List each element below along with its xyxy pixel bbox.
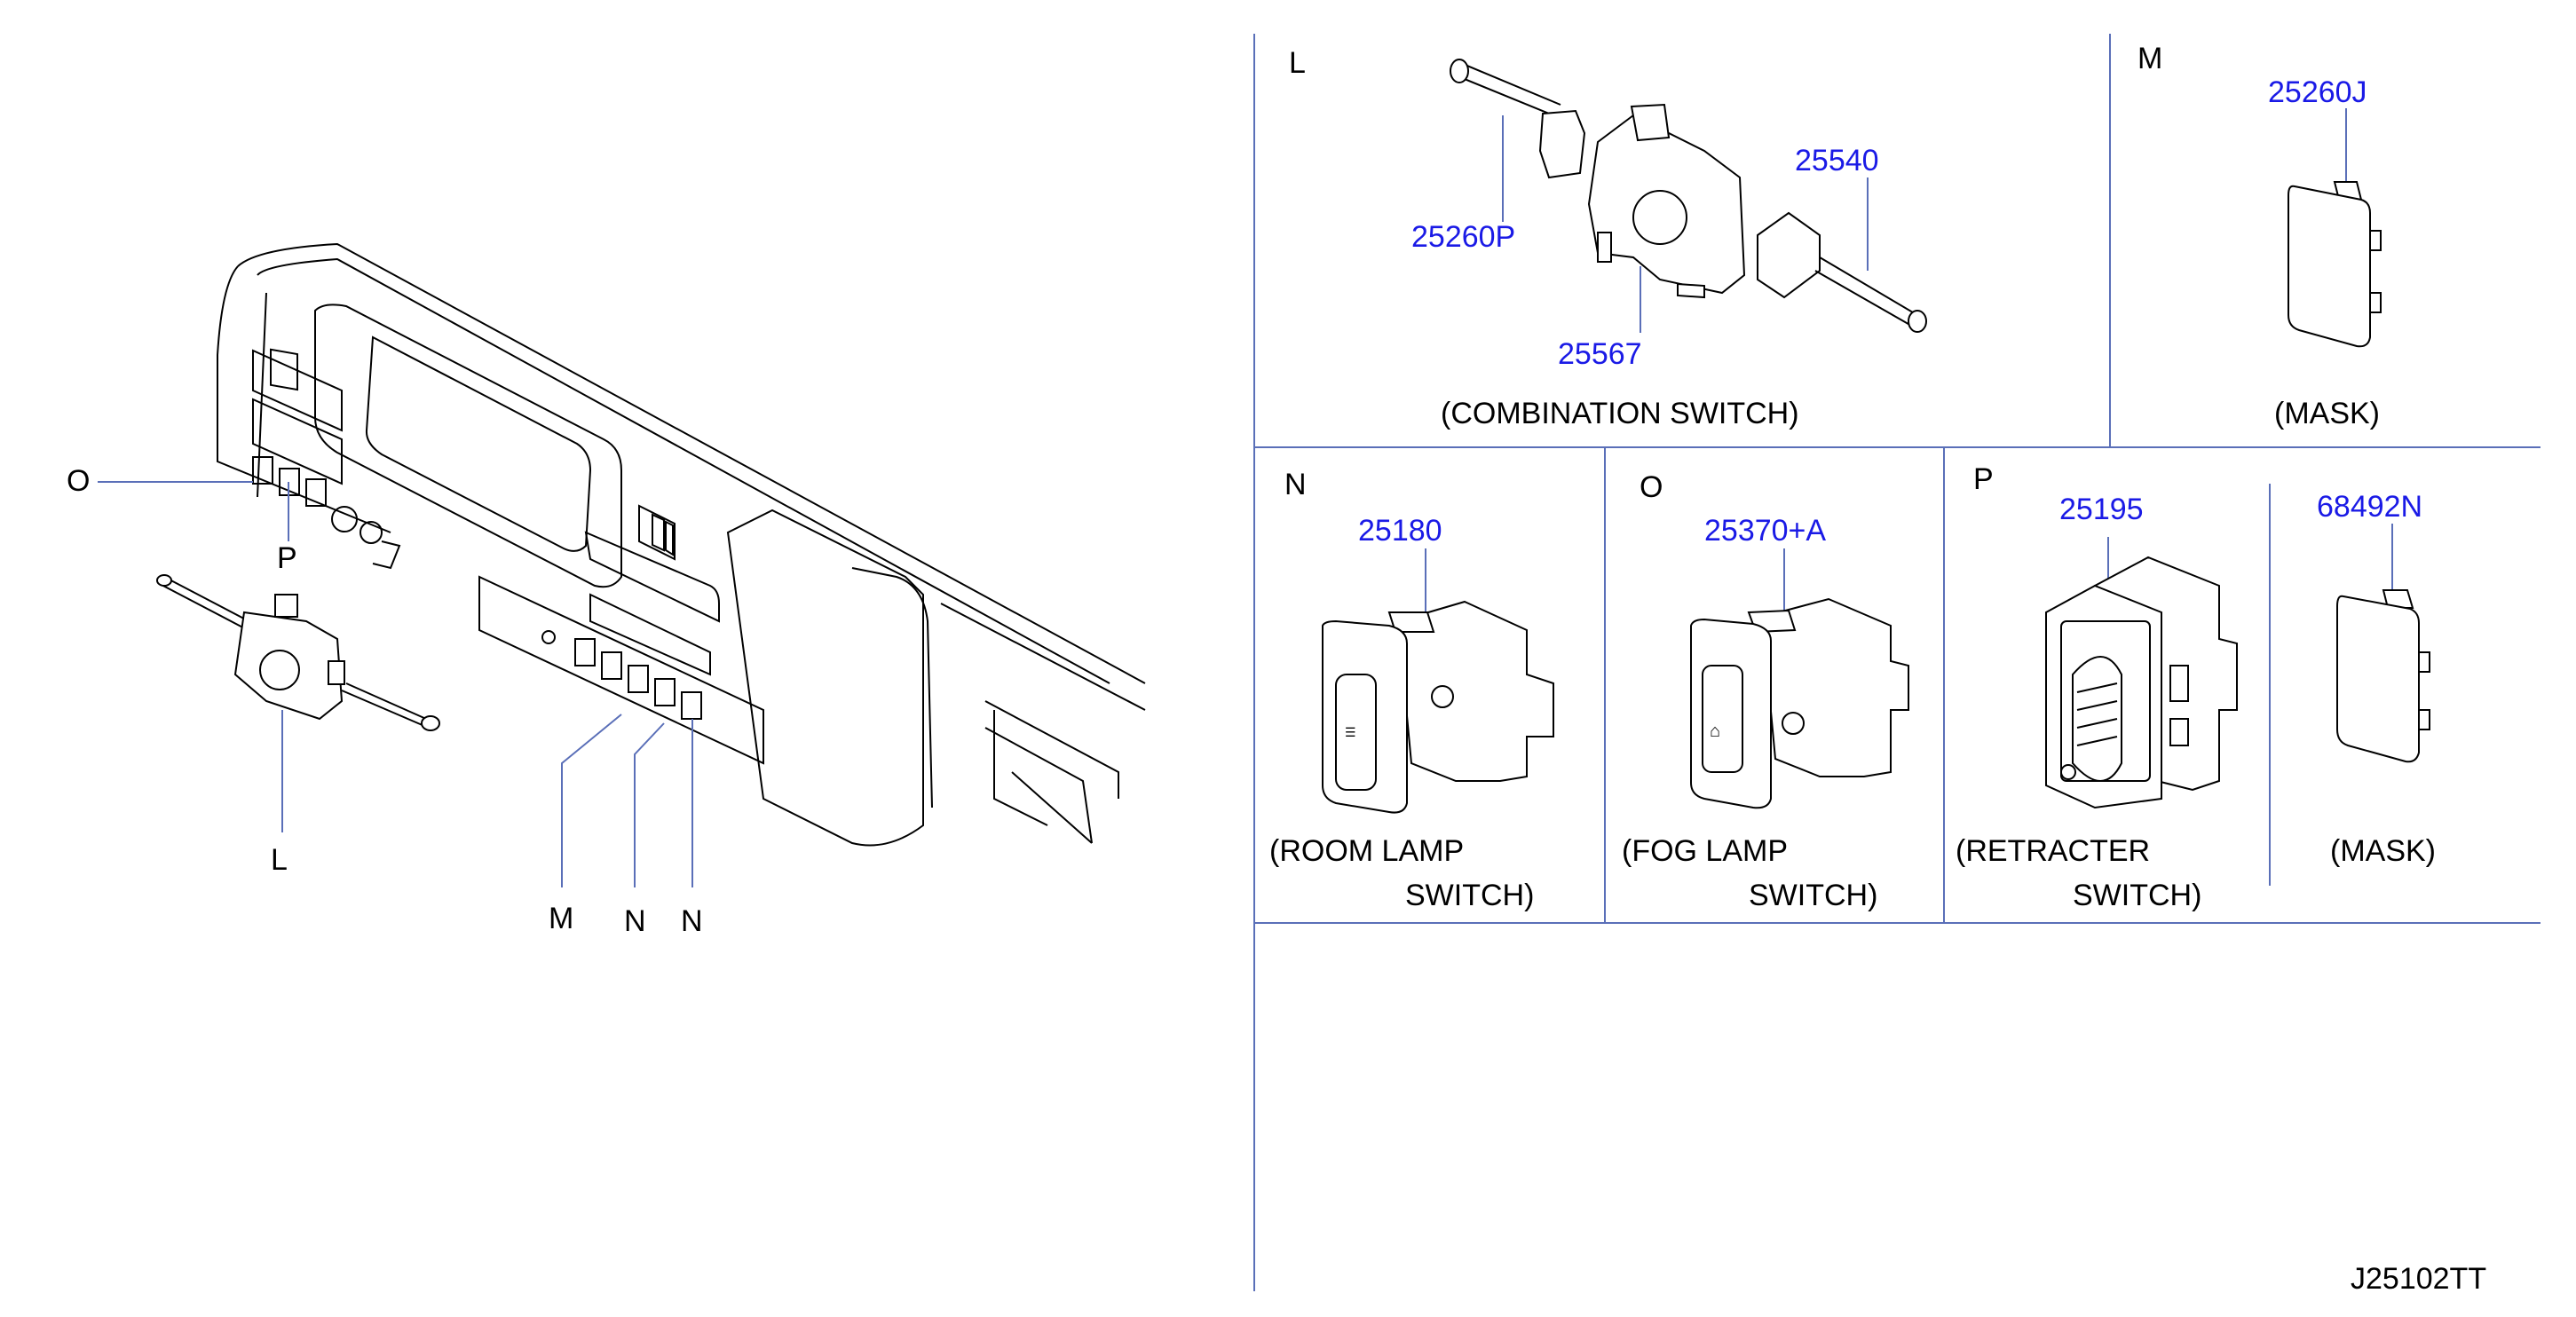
panel-n-room-lamp-switch: N ☰ 25180 (ROOM LAMP SWITCH) xyxy=(1269,468,1554,912)
part-number-25567[interactable]: 25567 xyxy=(1558,337,1642,371)
panel-m-title: (MASK) xyxy=(2274,397,2380,430)
part-number-25370-a[interactable]: 25370+A xyxy=(1704,514,1826,548)
panel-o-letter: O xyxy=(1640,470,1663,504)
panel-l-title: (COMBINATION SWITCH) xyxy=(1441,397,1799,430)
panel-n-letter: N xyxy=(1284,468,1307,501)
panel-o-title-line1: (FOG LAMP xyxy=(1622,834,1788,868)
panel-o-title-line2: SWITCH) xyxy=(1749,879,1877,912)
instrument-panel-illustration xyxy=(217,242,1146,847)
panel-p-letter: P xyxy=(1973,462,1994,496)
part-number-68492n[interactable]: 68492N xyxy=(2317,490,2422,524)
panel-n-title-line2: SWITCH) xyxy=(1405,879,1534,912)
callout-l-label: L xyxy=(271,843,288,877)
panel-p-mask-title: (MASK) xyxy=(2330,834,2436,868)
part-number-25260p[interactable]: 25260P xyxy=(1411,220,1515,254)
part-number-25260j[interactable]: 25260J xyxy=(2268,75,2367,109)
part-number-25540[interactable]: 25540 xyxy=(1795,144,1879,177)
diagram-code: J25102TT xyxy=(2351,1262,2486,1296)
panel-l-combination-switch: L 25260P 25567 25540 (COMBINATION SWITCH… xyxy=(1289,46,1927,430)
panel-o-fog-lamp-switch: O ⌂ 25370+A (FOG LAMP SWITCH) xyxy=(1622,470,1909,912)
panel-p-title-line2: SWITCH) xyxy=(2073,879,2201,912)
panel-l-letter: L xyxy=(1289,46,1306,80)
room-lamp-symbol-icon: ☰ xyxy=(1345,725,1356,739)
callout-m-label: M xyxy=(549,902,573,935)
combination-switch-small-illustration xyxy=(156,574,440,731)
panel-grid-lines xyxy=(1253,34,2540,1291)
panel-p-title-line1: (RETRACTER xyxy=(1956,834,2150,868)
panel-p-mask: 68492N (MASK) xyxy=(2317,490,2436,868)
callout-p-label: P xyxy=(277,541,297,575)
panel-m-letter: M xyxy=(2137,42,2162,75)
callout-n-label: N xyxy=(624,904,646,938)
panel-m-mask: M 25260J (MASK) xyxy=(2137,42,2382,430)
fog-lamp-symbol-icon: ⌂ xyxy=(1710,722,1720,741)
overview-leader-lines xyxy=(98,481,693,887)
part-number-25195[interactable]: 25195 xyxy=(2059,493,2144,526)
panel-n-title-line1: (ROOM LAMP xyxy=(1269,834,1464,868)
callout-n-label-2: N xyxy=(681,904,703,938)
part-number-25180[interactable]: 25180 xyxy=(1358,514,1442,548)
callout-o-label: O xyxy=(67,464,90,498)
panel-p-retracter-switch: P 25195 (RETRACTER SWITCH) xyxy=(1956,462,2238,912)
